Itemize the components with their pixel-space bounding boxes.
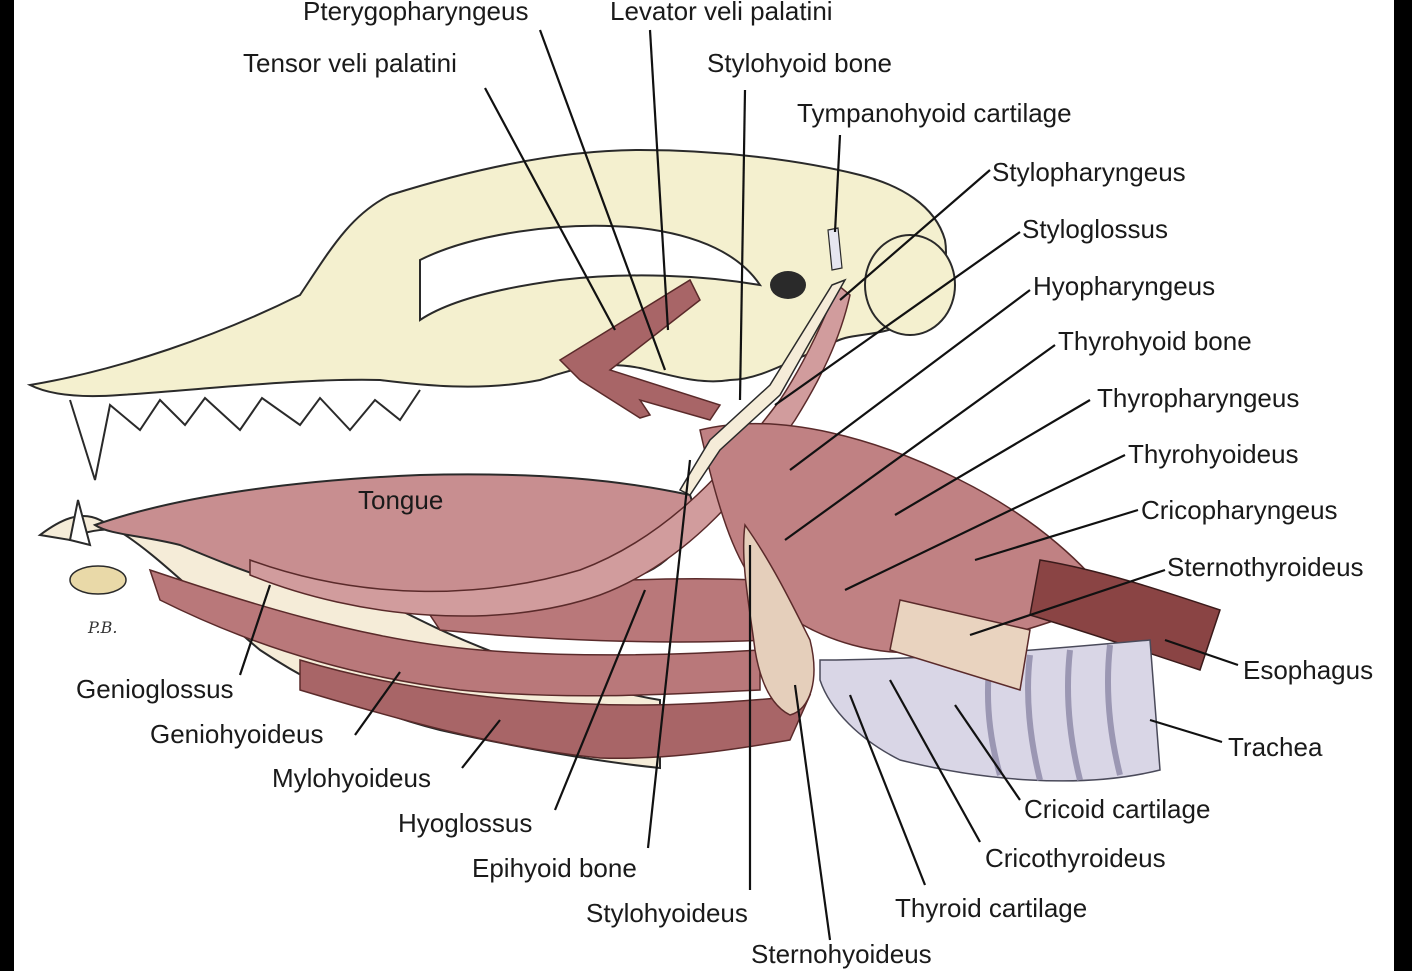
lower-canine bbox=[68, 499, 92, 547]
label-hyoglossus: Hyoglossus bbox=[398, 808, 532, 838]
label-thyrohyoid-bone: Thyrohyoid bone bbox=[1058, 326, 1252, 356]
label-tympanohyoid-cartilage: Tympanohyoid cartilage bbox=[797, 98, 1072, 128]
label-levator-veli-palatini: Levator veli palatini bbox=[610, 0, 833, 26]
label-sternothyroideus: Sternothyroideus bbox=[1167, 552, 1364, 582]
mandibular-symphysis bbox=[69, 565, 127, 595]
geniohyoid-muscle bbox=[148, 568, 761, 697]
hyoid-apparatus bbox=[678, 278, 847, 496]
label-genioglossus: Genioglossus bbox=[76, 674, 234, 704]
label-stylopharyngeus: Stylopharyngeus bbox=[992, 157, 1186, 187]
label-cricoid-cartilage: Cricoid cartilage bbox=[1024, 794, 1210, 824]
upper-teeth bbox=[69, 389, 421, 481]
palatine-muscles bbox=[558, 278, 722, 421]
label-mylohyoideus: Mylohyoideus bbox=[272, 763, 431, 793]
label-hyopharyngeus: Hyopharyngeus bbox=[1033, 271, 1215, 301]
label-tongue: Tongue bbox=[358, 485, 443, 515]
label-styloglossus: Styloglossus bbox=[1022, 214, 1168, 244]
sternohyoid-muscle bbox=[742, 523, 815, 716]
label-stylohyoideus: Stylohyoideus bbox=[586, 898, 748, 928]
label-sternohyoideus: Sternohyoideus bbox=[751, 939, 932, 969]
styloglossus-band bbox=[249, 283, 851, 617]
external-acoustic-meatus bbox=[770, 271, 806, 299]
label-thyrohyoideus: Thyrohyoideus bbox=[1128, 439, 1299, 469]
label-tensor-veli-palatini: Tensor veli palatini bbox=[243, 48, 457, 78]
label-cricothyroideus: Cricothyroideus bbox=[985, 843, 1166, 873]
label-thyroid-cartilage: Thyroid cartilage bbox=[895, 893, 1087, 923]
label-epihyoid-bone: Epihyoid bone bbox=[472, 853, 637, 883]
label-geniohyoideus: Geniohyoideus bbox=[150, 719, 323, 749]
labels: Pterygopharyngeus Levator veli palatini … bbox=[76, 0, 1373, 969]
label-pterygopharyngeus: Pterygopharyngeus bbox=[303, 0, 528, 26]
label-esophagus: Esophagus bbox=[1243, 655, 1373, 685]
label-trachea: Trachea bbox=[1228, 732, 1323, 762]
artist-signature: P.B. bbox=[87, 618, 117, 637]
tympanic-bulla bbox=[864, 234, 956, 336]
canvas-background bbox=[14, 0, 1394, 971]
label-thyropharyngeus: Thyropharyngeus bbox=[1097, 383, 1299, 413]
zygomatic-arch bbox=[419, 224, 763, 322]
leader-lines bbox=[238, 29, 1239, 941]
label-stylohyoid-bone: Stylohyoid bone bbox=[707, 48, 892, 78]
label-cricopharyngeus: Cricopharyngeus bbox=[1141, 495, 1338, 525]
illustration: P.B. bbox=[26, 148, 1221, 782]
sternothyroid-cut bbox=[889, 599, 1031, 691]
